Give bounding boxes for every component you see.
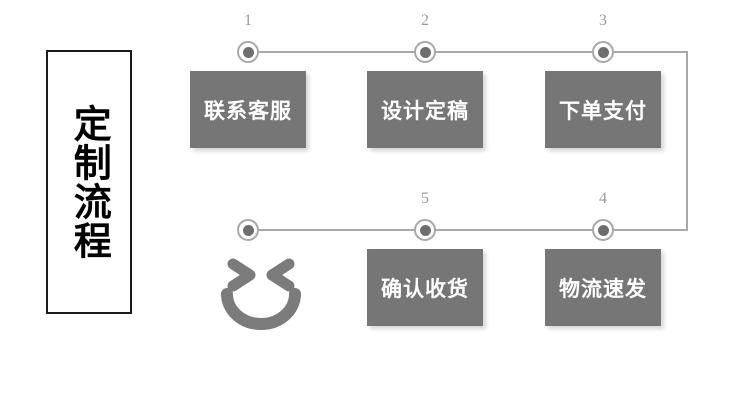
step-node-dot-3 xyxy=(597,46,609,58)
step-number-2: 2 xyxy=(421,12,429,29)
smiley-mouth xyxy=(221,288,301,330)
step-node-dot-2 xyxy=(419,46,431,58)
title-plate-label: 定制流程 xyxy=(67,104,112,260)
step-number-5: 5 xyxy=(421,190,429,207)
step-card-label-3: 下单支付 xyxy=(559,98,647,123)
step-node-3[interactable] xyxy=(592,41,614,63)
step-node-dot-5 xyxy=(419,224,431,236)
step-card-label-5: 确认收货 xyxy=(381,276,469,301)
step-card-4[interactable]: 物流速发 xyxy=(545,249,661,326)
smiley-face-icon xyxy=(221,258,301,330)
step-card-label-1: 联系客服 xyxy=(204,98,292,123)
smiley-left-eye xyxy=(227,258,256,292)
flow-end-node-dot xyxy=(242,224,254,236)
step-node-1[interactable] xyxy=(237,41,259,63)
flow-end-node[interactable] xyxy=(237,219,259,241)
step-number-4: 4 xyxy=(599,190,607,207)
title-plate: 定制流程 xyxy=(46,50,132,314)
step-number-1: 1 xyxy=(244,12,252,29)
step-node-2[interactable] xyxy=(414,41,436,63)
step-node-4[interactable] xyxy=(592,219,614,241)
step-card-1[interactable]: 联系客服 xyxy=(190,71,306,148)
smiley-right-eye xyxy=(266,258,295,292)
step-node-5[interactable] xyxy=(414,219,436,241)
step-card-5[interactable]: 确认收货 xyxy=(367,249,483,326)
step-card-2[interactable]: 设计定稿 xyxy=(367,71,483,148)
step-card-label-4: 物流速发 xyxy=(559,276,647,301)
step-node-dot-4 xyxy=(597,224,609,236)
step-card-3[interactable]: 下单支付 xyxy=(545,71,661,148)
step-card-label-2: 设计定稿 xyxy=(381,98,469,123)
step-number-3: 3 xyxy=(599,12,607,29)
step-node-dot-1 xyxy=(242,46,254,58)
